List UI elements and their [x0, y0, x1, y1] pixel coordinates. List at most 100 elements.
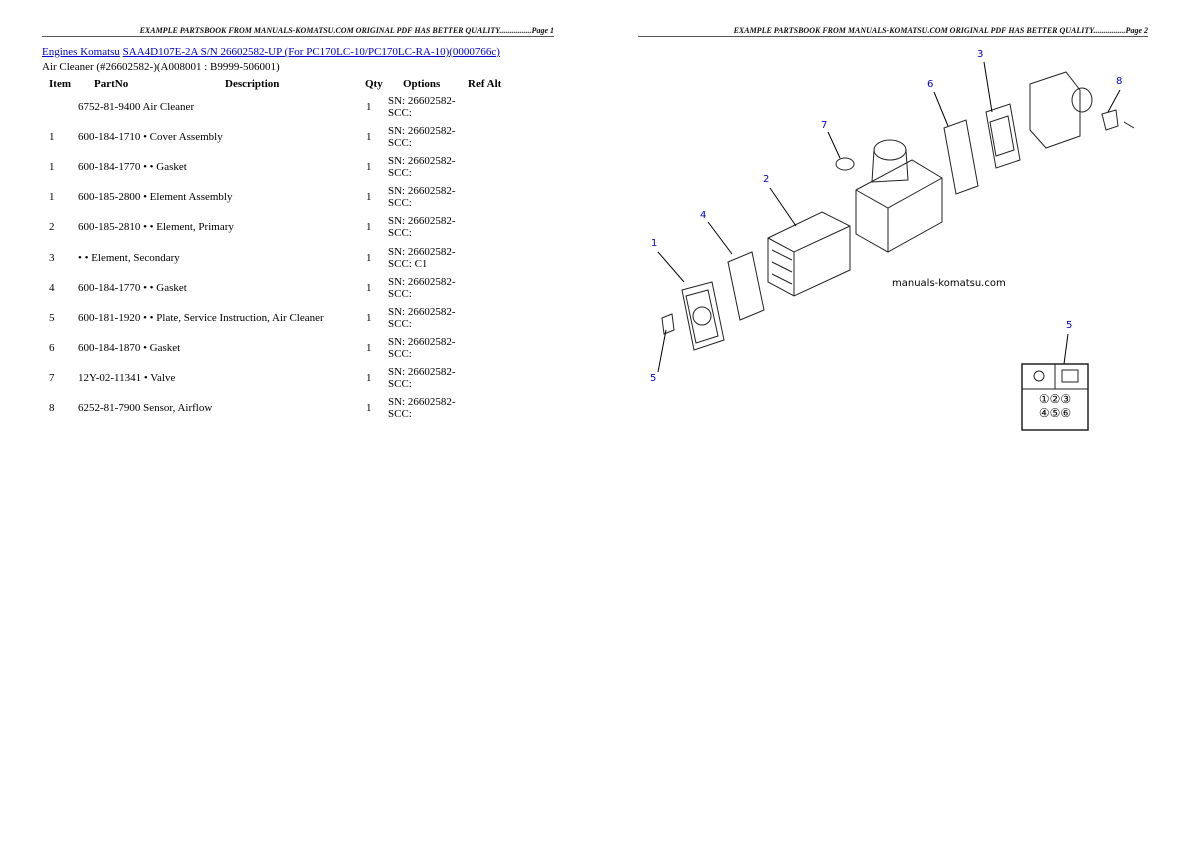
description: Air Cleaner: [142, 101, 195, 113]
col-partno: PartNo: [94, 78, 129, 90]
description: • • Gasket: [143, 281, 187, 294]
breadcrumb: Engines Komatsu SAA4D107E-2A S/N 2660258…: [42, 46, 500, 58]
part-number: 600-185-2810: [78, 221, 141, 234]
page1-header: EXAMPLE PARTSBOOK FROM MANUALS-KOMATSU.C…: [42, 26, 554, 37]
part-number: 6752-81-9400: [78, 101, 141, 113]
description: • • Plate, Service Instruction, Air Clea…: [143, 311, 324, 324]
options-scc: SCC:: [388, 137, 412, 150]
link-model[interactable]: SAA4D107E-2A S/N 26602582-UP (For PC170L…: [122, 46, 500, 58]
callout-6: 6: [927, 79, 934, 90]
valve-drawing: [835, 157, 855, 171]
options-scc: SCC: C1: [388, 257, 428, 270]
service-plate-drawing: [661, 313, 675, 335]
item-number: 1: [49, 191, 55, 204]
table-row: 6752-81-9400 Air Cleaner 1 SN: 26602582-…: [0, 95, 560, 131]
quantity: 1: [366, 221, 372, 234]
quantity: 1: [366, 251, 372, 264]
link-engines-komatsu[interactable]: Engines Komatsu: [42, 46, 120, 58]
options-sn: SN: 26602582-: [388, 305, 456, 318]
table-row: 1 600-184-1710 • Cover Assembly 1 SN: 26…: [0, 125, 560, 161]
options: SN: 26602582-SCC:: [388, 125, 456, 149]
part-and-description: 600-185-2810 • • Element, Primary: [78, 221, 362, 233]
options: SN: 26602582-SCC:: [388, 336, 456, 360]
options: SN: 26602582-SCC:: [388, 215, 456, 239]
col-item: Item: [49, 78, 71, 90]
table-row: 5 600-181-1920 • • Plate, Service Instru…: [0, 306, 560, 342]
outlet-housing-drawing: [1029, 71, 1093, 149]
part-and-description: 600-184-1870 • Gasket: [78, 342, 362, 354]
item-number: 2: [49, 221, 55, 234]
quantity: 1: [366, 281, 372, 294]
description: • Element Assembly: [143, 191, 233, 204]
options-scc: SCC:: [388, 287, 412, 300]
description: • • Element, Primary: [143, 221, 234, 234]
part-and-description: 600-181-1920 • • Plate, Service Instruct…: [78, 312, 362, 324]
quantity: 1: [366, 402, 372, 414]
part-and-description: 6752-81-9400 Air Cleaner: [78, 101, 362, 113]
options-scc: SCC:: [388, 167, 412, 180]
part-number: 600-184-1770: [78, 161, 141, 174]
options-sn: SN: 26602582-: [388, 335, 456, 348]
options-sn: SN: 26602582-: [388, 275, 456, 288]
callout-2: 2: [763, 174, 770, 185]
part-and-description: 600-184-1770 • • Gasket: [78, 161, 362, 173]
options-sn: SN: 26602582-: [388, 95, 456, 107]
leader-lines: [657, 61, 1121, 373]
quantity: 1: [366, 131, 372, 144]
part-and-description: 600-185-2800 • Element Assembly: [78, 191, 362, 203]
table-row: 3 • • Element, Secondary 1 SN: 26602582-…: [0, 246, 560, 282]
options: SN: 26602582-SCC:: [388, 306, 456, 330]
options-scc: SCC:: [388, 377, 412, 390]
options-scc: SCC:: [388, 197, 412, 210]
table-row: 7 12Y-02-11341 • Valve 1 SN: 26602582-SC…: [0, 366, 560, 402]
part-number: 600-185-2800: [78, 191, 141, 204]
part-number: 600-184-1770: [78, 281, 141, 294]
item-number: 1: [49, 161, 55, 174]
secondary-element-drawing: [985, 103, 1021, 169]
item-number: 1: [49, 131, 55, 144]
col-description: Description: [225, 78, 280, 90]
callout-8: 8: [1116, 76, 1123, 87]
item-number: 7: [49, 371, 55, 384]
item-number: 5: [49, 311, 55, 324]
table-row: 8 6252-81-7900 Sensor, Airflow 1 SN: 266…: [0, 396, 560, 432]
item-number: 6: [49, 341, 55, 354]
options-sn: SN: 26602582-: [388, 396, 456, 408]
options-sn: SN: 26602582-: [388, 365, 456, 378]
airflow-sensor-drawing: [1101, 109, 1135, 131]
item-number: 8: [49, 402, 55, 414]
callout-1: 1: [651, 238, 658, 249]
col-qty: Qty: [365, 78, 383, 90]
part-and-description: 6252-81-7900 Sensor, Airflow: [78, 402, 362, 414]
description: • Cover Assembly: [143, 131, 223, 144]
options-scc: SCC:: [388, 347, 412, 360]
options-scc: SCC:: [388, 408, 412, 420]
part-and-description: • • Element, Secondary: [78, 252, 362, 264]
primary-element-drawing: [767, 211, 851, 297]
options: SN: 26602582-SCC:: [388, 155, 456, 179]
table-row: 4 600-184-1770 • • Gasket 1 SN: 26602582…: [0, 276, 560, 312]
callout-3: 3: [977, 49, 984, 60]
cover-assembly-drawing: [681, 281, 725, 351]
part-and-description: 12Y-02-11341 • Valve: [78, 372, 362, 384]
description: • Gasket: [143, 341, 181, 354]
description: Sensor, Airflow: [143, 402, 213, 414]
options-scc: SCC:: [388, 107, 412, 119]
callout-5: 5: [650, 373, 657, 384]
callout-7: 7: [821, 120, 828, 131]
description: • • Gasket: [143, 161, 187, 174]
quantity: 1: [366, 371, 372, 384]
table-row: 1 600-184-1770 • • Gasket 1 SN: 26602582…: [0, 155, 560, 191]
options: SN: 26602582-SCC:: [388, 366, 456, 390]
options: SN: 26602582-SCC:: [388, 185, 456, 209]
item-number: 4: [49, 281, 55, 294]
options: SN: 26602582-SCC: C1: [388, 246, 456, 270]
part-and-description: 600-184-1770 • • Gasket: [78, 282, 362, 294]
housing-drawing: [855, 139, 943, 253]
part-and-description: 600-184-1710 • Cover Assembly: [78, 131, 362, 143]
secondary-gasket-drawing: [943, 119, 979, 195]
part-number: 12Y-02-11341: [78, 371, 142, 384]
item-number: 3: [49, 251, 55, 264]
options-sn: SN: 26602582-: [388, 125, 456, 138]
gasket-drawing: [727, 251, 765, 321]
